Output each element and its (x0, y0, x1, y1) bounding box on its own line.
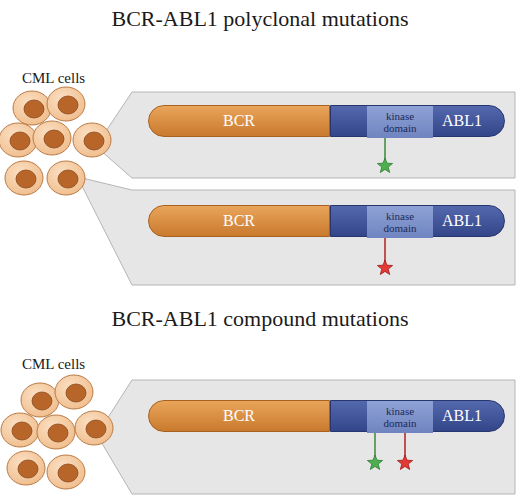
bcr-segment: BCR (148, 105, 330, 137)
gene-label: ABL1 (442, 112, 482, 130)
domain-label: kinase domain (370, 110, 430, 134)
cell-body (73, 123, 111, 157)
mutation-stem (384, 137, 386, 160)
gene-label: ABL1 (442, 212, 482, 230)
cell-nucleus (32, 392, 52, 410)
gene-label: BCR (223, 112, 255, 130)
cell-nucleus (10, 132, 30, 150)
kinase-domain: kinase domain (367, 401, 433, 433)
cell-body (21, 383, 59, 417)
abl1-segment: ABL1 kinase domain (330, 105, 505, 137)
cell-nucleus (24, 100, 44, 118)
mutation-stem (374, 432, 376, 457)
cell-nucleus (66, 384, 86, 402)
cell-body (55, 375, 93, 409)
mutation-star (367, 455, 382, 470)
domain-label: kinase domain (370, 210, 430, 234)
cell-body (7, 451, 45, 485)
zoom-panels (82, 92, 515, 494)
cell-body (47, 87, 85, 121)
bcr-segment: BCR (148, 400, 330, 432)
zoom-panel (100, 380, 515, 494)
cell-nucleus (58, 96, 78, 114)
cell-nucleus (18, 460, 38, 478)
zoom-panel (100, 92, 515, 178)
kinase-domain: kinase domain (367, 106, 433, 138)
mutation-star (397, 455, 412, 470)
zoom-panel (82, 178, 515, 285)
cell-body (75, 411, 113, 445)
cell-nucleus (16, 170, 36, 188)
kinase-domain: kinase domain (367, 206, 433, 238)
cell-nucleus (12, 422, 32, 440)
cell-nucleus (84, 132, 104, 150)
abl1-segment: ABL1 kinase domain (330, 400, 505, 432)
gene-label: BCR (223, 407, 255, 425)
mutation-stem (404, 432, 406, 457)
cell-nucleus (44, 130, 64, 148)
cell-body (33, 121, 71, 155)
cell-body (0, 123, 37, 157)
gene-label: BCR (223, 212, 255, 230)
mutation-star (377, 158, 392, 173)
cell-nucleus (48, 424, 68, 442)
cell-nucleus (58, 464, 78, 482)
gene-label: ABL1 (442, 407, 482, 425)
mutation-stem (384, 237, 386, 262)
section-heading: BCR-ABL1 polyclonal mutations (112, 6, 409, 32)
cell-label: CML cells (22, 356, 85, 373)
domain-label: kinase domain (370, 405, 430, 429)
bcr-segment: BCR (148, 205, 330, 237)
mutation-star (377, 260, 392, 275)
cell-nucleus (86, 420, 106, 438)
cell-body (5, 161, 43, 195)
cell-body (47, 161, 85, 195)
section-heading: BCR-ABL1 compound mutations (112, 306, 409, 332)
cell-body (1, 413, 39, 447)
cell-clusters (0, 87, 113, 489)
cell-body (47, 455, 85, 489)
cell-body (37, 415, 75, 449)
cell-label: CML cells (22, 70, 85, 87)
cell-body (13, 91, 51, 125)
abl1-segment: ABL1 kinase domain (330, 205, 505, 237)
cell-nucleus (58, 170, 78, 188)
